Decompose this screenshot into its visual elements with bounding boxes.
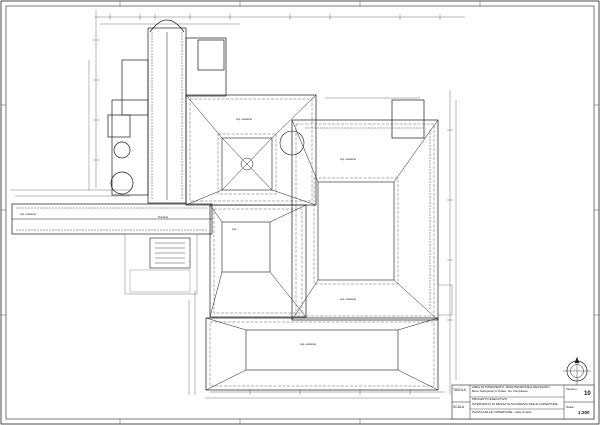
title-block bbox=[451, 384, 595, 420]
eave-lines bbox=[189, 98, 435, 387]
east-courtyard bbox=[317, 181, 395, 281]
svg-text:cop. esistente: cop. esistente bbox=[340, 157, 357, 161]
middle-wing bbox=[209, 204, 307, 318]
dimension-ticks bbox=[93, 14, 453, 395]
tb-field-scala: Scala bbox=[566, 405, 574, 409]
roof-plan bbox=[11, 19, 453, 391]
south-block bbox=[205, 317, 439, 391]
svg-text:cop. esistente: cop. esistente bbox=[236, 117, 253, 121]
tb-field-tav: Tavola n. bbox=[566, 387, 579, 391]
tb-project-line-2: PROGETTO ESECUTIVO bbox=[472, 398, 507, 401]
stair-tower bbox=[110, 171, 134, 195]
loggia bbox=[124, 233, 198, 295]
tb-project-line-4: PIANTA DELLE COPERTURE - stato di fatto bbox=[472, 411, 532, 414]
tb-project-line-1: Bene Sottoposto a Tutela - Ex Complesso bbox=[472, 390, 528, 393]
drawing-frame bbox=[5, 5, 595, 420]
south-courtyard bbox=[245, 329, 399, 371]
tb-left-mid: SCALA bbox=[453, 405, 465, 409]
dimension-lines bbox=[10, 10, 465, 399]
room-labels: Terrazza cop. esistente cop. esistente c… bbox=[20, 117, 357, 346]
svg-text:cop. esistente: cop. esistente bbox=[340, 297, 357, 301]
svg-text:cop. esistente: cop. esistente bbox=[300, 342, 317, 346]
small-courtyard bbox=[221, 221, 271, 273]
tb-scale-value: 1:200 bbox=[578, 410, 590, 415]
east-block bbox=[291, 119, 439, 321]
svg-text:cop. esistente: cop. esistente bbox=[20, 212, 37, 216]
tb-left-top: TAVOLA bbox=[453, 388, 466, 392]
north-arrow-icon bbox=[563, 357, 591, 385]
svg-text:Terrazza: Terrazza bbox=[158, 215, 169, 219]
tb-project-line-0: AREA DI INTERVENTO: MANUTENZIONE E RESTA… bbox=[472, 386, 550, 389]
svg-text:cop.: cop. bbox=[232, 228, 237, 231]
central-block bbox=[185, 94, 317, 206]
cloister-court bbox=[221, 137, 273, 191]
tower-apse bbox=[149, 19, 185, 33]
tb-sheet-number: 10 bbox=[584, 391, 591, 397]
tb-project-line-3: INTERVENTO DI MESSA IN SICUREZZA DELLE C… bbox=[472, 403, 558, 406]
